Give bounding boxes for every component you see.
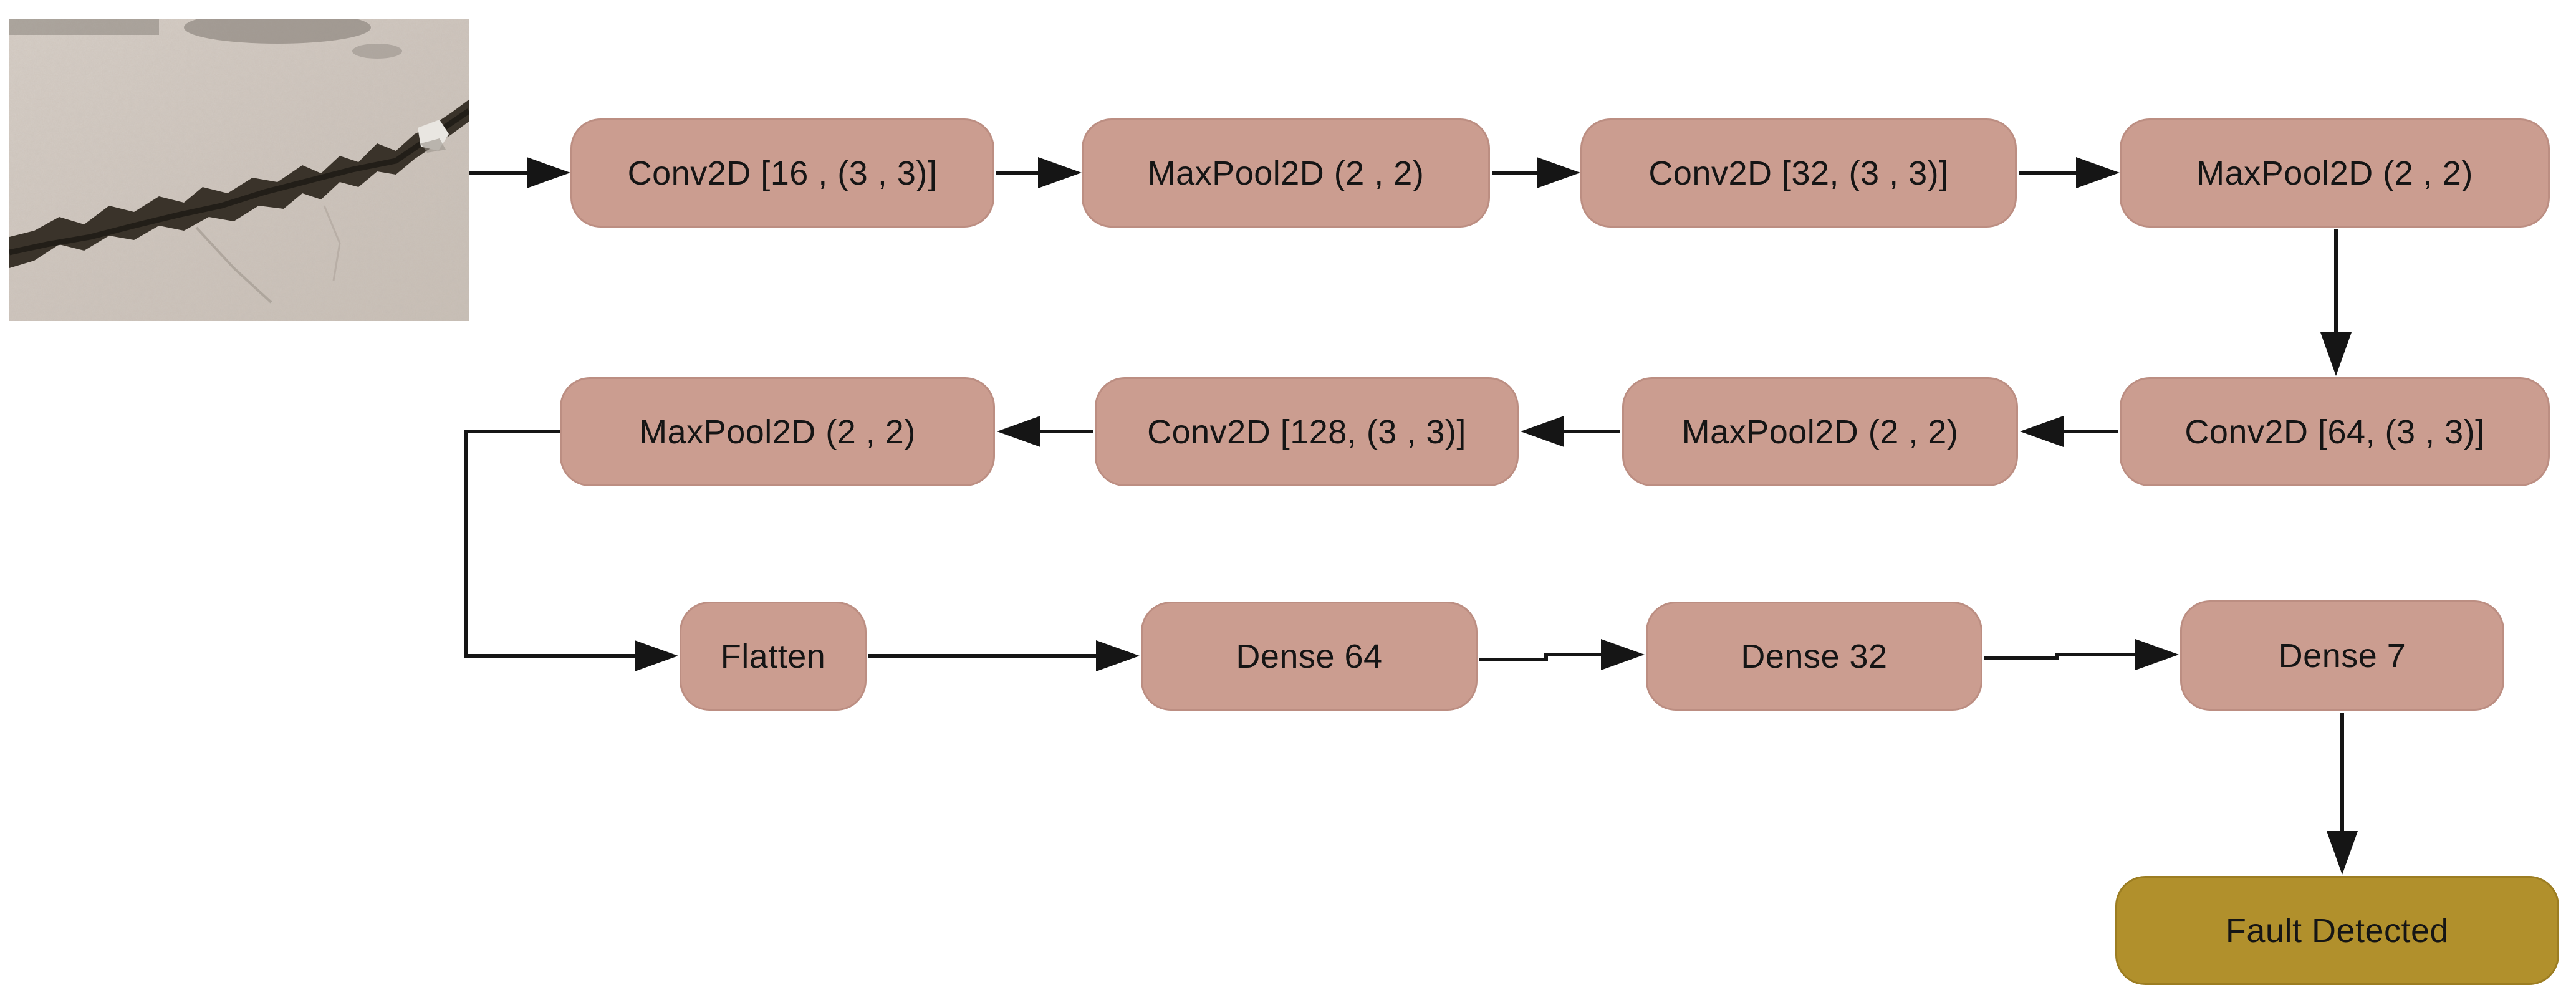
layer-box-conv2d-32: Conv2D [32, (3 , 3)] <box>1580 118 2017 228</box>
layer-label: MaxPool2D (2 , 2) <box>1681 413 1959 451</box>
layer-box-maxpool2d-2: MaxPool2D (2 , 2) <box>2120 118 2550 228</box>
layer-box-maxpool2d-4: MaxPool2D (2 , 2) <box>560 377 995 486</box>
cracked-concrete-photo <box>9 11 471 321</box>
layer-box-conv2d-64: Conv2D [64, (3 , 3)] <box>2120 377 2550 486</box>
arrow-dense7-down-to-output <box>2327 713 2358 875</box>
arrow-maxpool2-down-to-conv64 <box>2320 229 2352 376</box>
arrow-maxpool3-to-conv128 <box>1521 416 1620 447</box>
layer-box-conv2d-128: Conv2D [128, (3 , 3)] <box>1095 377 1519 486</box>
arrow-dense32-to-dense7 <box>1984 639 2179 670</box>
layer-label: Dense 32 <box>1741 637 1888 675</box>
layer-label: Conv2D [64, (3 , 3)] <box>2184 413 2485 451</box>
layer-box-dense-7: Dense 7 <box>2180 600 2504 711</box>
layer-label: Conv2D [32, (3 , 3)] <box>1648 154 1949 192</box>
arrow-flatten-to-dense64 <box>868 640 1140 671</box>
layer-box-dense-32: Dense 32 <box>1646 602 1982 711</box>
input-image <box>9 11 471 321</box>
arrow-conv16-to-maxpool1 <box>996 157 1082 188</box>
output-label: Fault Detected <box>2225 911 2449 949</box>
layer-label: MaxPool2D (2 , 2) <box>1147 154 1425 192</box>
layer-label: MaxPool2D (2 , 2) <box>639 413 916 451</box>
layer-label: Dense 64 <box>1236 637 1383 675</box>
layer-label: MaxPool2D (2 , 2) <box>2196 154 2473 192</box>
arrow-conv64-to-maxpool3 <box>2020 416 2118 447</box>
arrow-maxpool4-elbow-to-flatten <box>464 430 678 671</box>
layer-label: Conv2D [16 , (3 , 3)] <box>627 154 938 192</box>
arrow-conv32-to-maxpool2 <box>2019 157 2120 188</box>
layer-label: Flatten <box>720 637 826 675</box>
layer-box-flatten: Flatten <box>680 602 867 711</box>
layer-box-dense-64: Dense 64 <box>1141 602 1478 711</box>
layer-box-maxpool2d-1: MaxPool2D (2 , 2) <box>1082 118 1490 228</box>
arrow-maxpool1-to-conv32 <box>1492 157 1580 188</box>
layer-box-maxpool2d-3: MaxPool2D (2 , 2) <box>1622 377 2018 486</box>
arrow-input-to-conv16 <box>469 157 570 188</box>
output-box-fault-detected: Fault Detected <box>2115 876 2559 985</box>
layer-label: Conv2D [128, (3 , 3)] <box>1147 413 1466 451</box>
arrow-dense64-to-dense32 <box>1479 639 1645 670</box>
layer-label: Dense 7 <box>2278 637 2406 675</box>
arrow-conv128-to-maxpool4 <box>997 416 1093 447</box>
layer-box-conv2d-16: Conv2D [16 , (3 , 3)] <box>570 118 994 228</box>
